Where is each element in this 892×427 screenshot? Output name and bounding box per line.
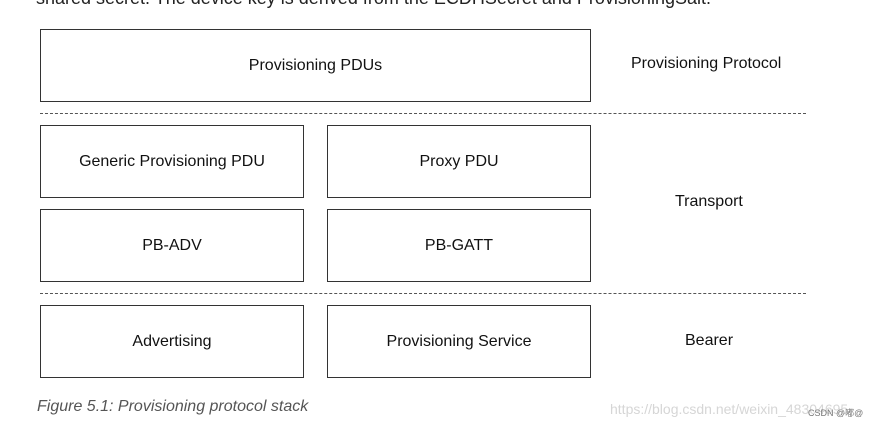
layer-label-bearer: Bearer [685, 332, 734, 349]
watermark-label: CSDN @嘟@ [808, 408, 864, 418]
pb-gatt-box: PB-GATT [327, 209, 591, 282]
pb-adv-box: PB-ADV [40, 209, 304, 282]
advertising-box: Advertising [40, 305, 304, 378]
figure-caption: Figure 5.1: Provisioning protocol stack [37, 398, 309, 415]
layer-label-transport: Transport [675, 193, 743, 210]
proxy-pdu-box: Proxy PDU [327, 125, 591, 198]
layer-divider-bottom [40, 293, 806, 294]
provisioning-service-box: Provisioning Service [327, 305, 591, 378]
provisioning-pdus-box: Provisioning PDUs [40, 29, 591, 102]
layer-divider-top [40, 113, 806, 114]
generic-provisioning-pdu-box: Generic Provisioning PDU [40, 125, 304, 198]
watermark-url: https://blog.csdn.net/weixin_48304695 [610, 401, 849, 417]
layer-label-protocol: Provisioning Protocol [631, 55, 782, 72]
intro-text: shared secret. The device key is derived… [36, 0, 711, 9]
